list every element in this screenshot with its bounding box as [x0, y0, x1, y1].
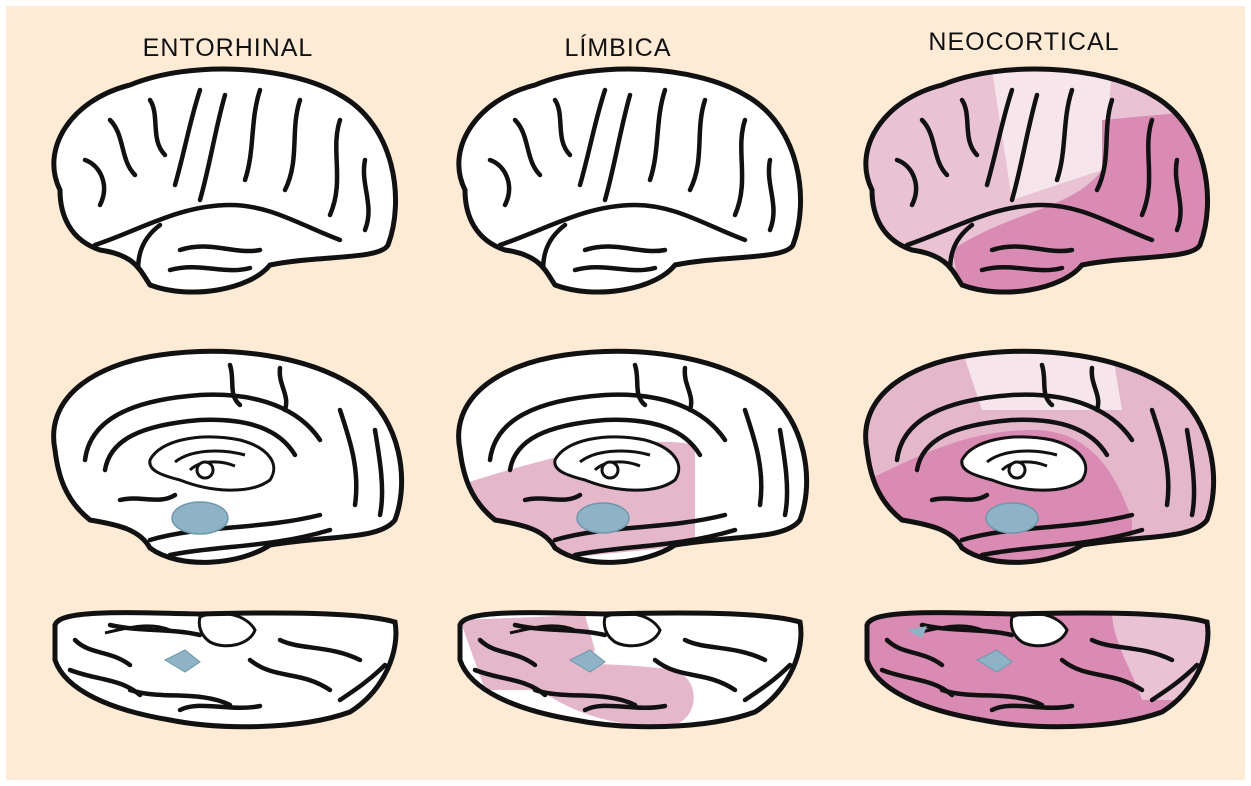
medial-brain-neocortical	[866, 350, 1214, 570]
entorhinal-region	[986, 503, 1038, 533]
inferior-brain-neocortical	[867, 612, 1212, 727]
lateral-brain-neocortical	[866, 69, 1212, 300]
